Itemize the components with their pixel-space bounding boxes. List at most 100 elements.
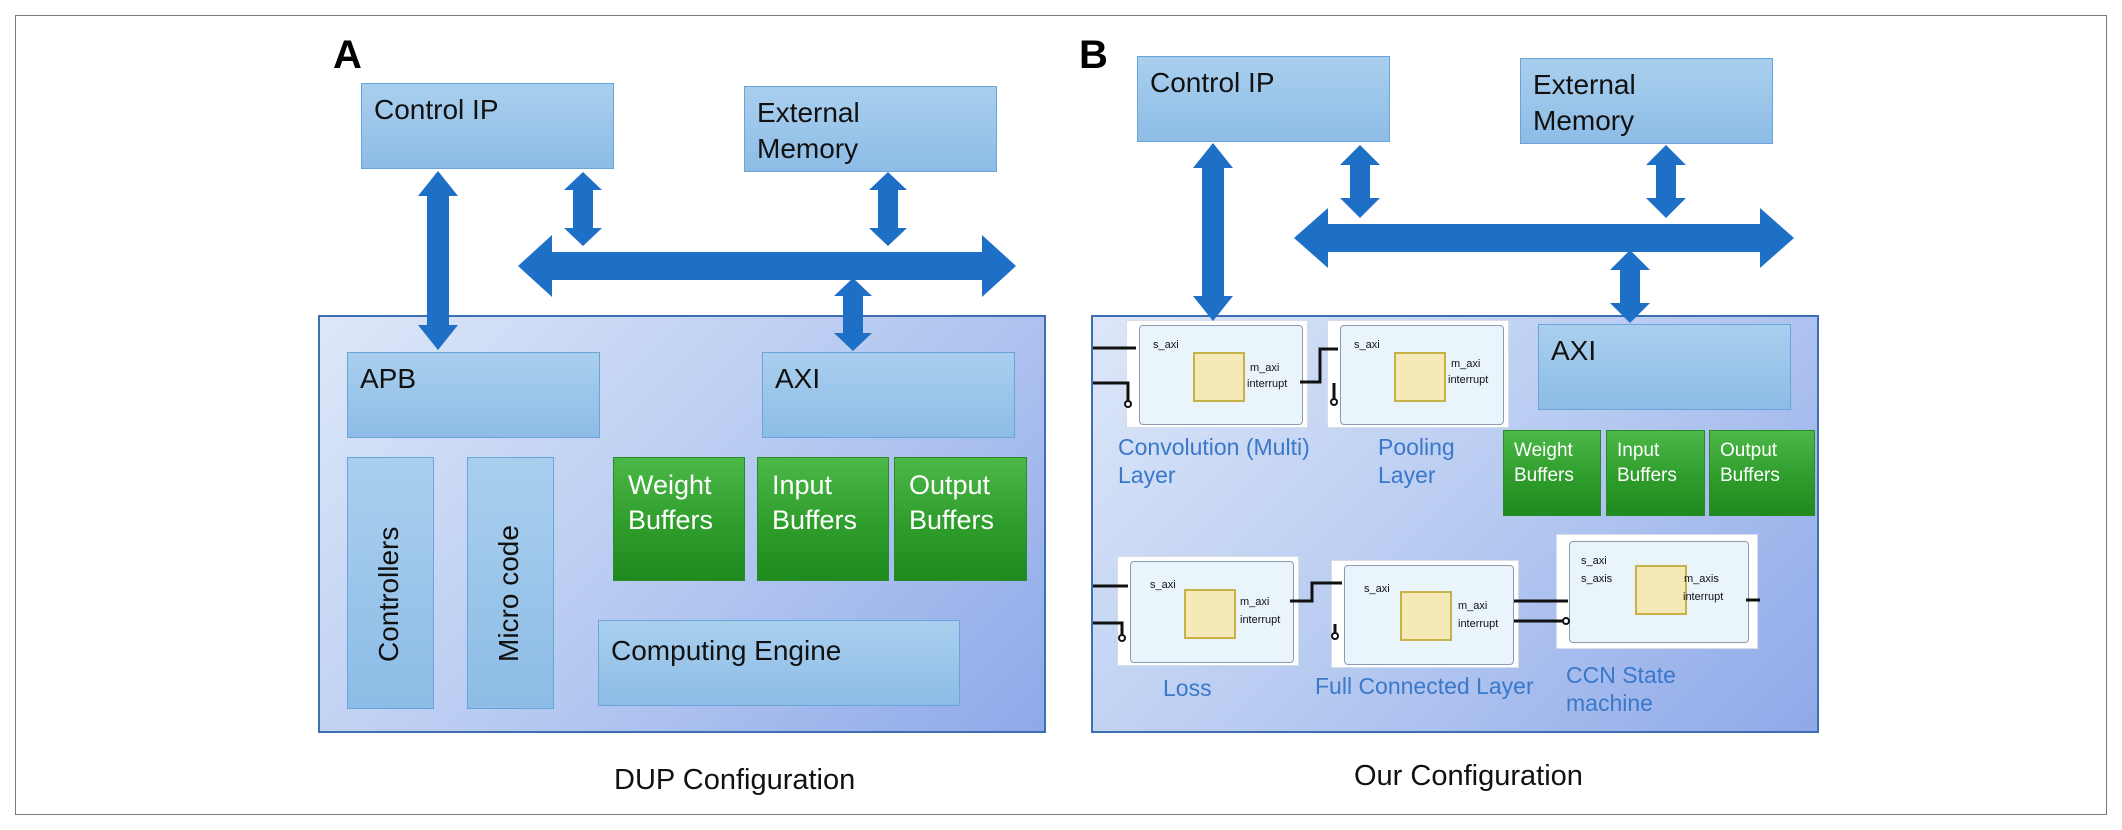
wire-node [1124,400,1132,408]
panel-b-pool-label: Pooling Layer [1378,434,1455,489]
wire-node [1118,634,1126,642]
wire-conv-pool [1300,347,1338,384]
panel-a-weight-buffers: Weight Buffers [613,457,745,581]
conv-port-s-axi: s_axi [1153,339,1179,351]
panel-a-computing-engine-label: Computing Engine [611,635,842,666]
pool-port-s-axi: s_axi [1354,339,1380,351]
wire-node [1331,632,1339,640]
panel-a-output-buffers-line1: Output [909,470,991,500]
panel-b-axi: AXI [1538,324,1791,410]
panel-a-control-apb-arrow [418,171,458,350]
ccn-port-m-axis: m_axis [1684,573,1719,585]
panel-b-external-memory-line2: Memory [1533,104,1635,136]
vivado-hls-logo-icon [1193,352,1245,402]
panel-b-fc-label: Full Connected Layer [1315,673,1534,699]
panel-a-input-buffers-line2: Buffers [772,505,858,536]
panel-b-external-memory: External Memory [1520,58,1773,144]
panel-b-input-buffers-line1: Input [1617,440,1660,461]
panel-b-weight-buffers-line2: Buffers [1514,464,1574,486]
wire-loss-fc [1290,581,1342,603]
panel-b-output-buffers-line2: Buffers [1720,464,1780,486]
panel-b-control-arrow [1193,143,1233,321]
panel-a-external-memory-line1: External [757,97,860,128]
panel-a-axi: AXI [762,352,1015,438]
panel-a-input-buffers-line1: Input [772,470,833,500]
panel-a-output-buffers-line2: Buffers [909,505,995,536]
ccn-port-interrupt: interrupt [1683,591,1724,603]
panel-a-bus-axi-arrow [834,278,872,351]
panel-b-conv-hls-block: s_axi m_axi interrupt [1126,320,1308,428]
wire-loss-in-2 [1093,621,1124,636]
ccn-label-line1: CCN State [1566,662,1676,688]
panel-b-input-buffers-line2: Buffers [1617,464,1677,486]
panel-b-caption: Our Configuration [1354,760,1583,792]
panel-a-caption: DUP Configuration [614,764,856,796]
loss-port-interrupt: interrupt [1240,614,1281,626]
panel-b-axi-label: AXI [1551,335,1597,366]
panel-a-control-ip: Control IP [361,83,614,169]
fc-port-m-axi: m_axi [1458,600,1488,612]
wire-node [1330,398,1338,406]
panel-b-loss-label: Loss [1163,675,1212,701]
panel-b-pool-hls-block: s_axi m_axi interrupt [1327,320,1509,428]
panel-a-weight-buffers-line1: Weight [628,470,712,500]
panel-b-fc-hls-block: s_axi m_axi interrupt [1331,560,1519,668]
panel-a-external-memory: External Memory [744,86,997,172]
panel-a-apb: APB [347,352,600,438]
fc-port-interrupt: interrupt [1458,618,1499,630]
conv-label-line2: Layer [1118,461,1176,488]
panel-b-input-buffers: Input Buffers [1606,430,1705,516]
ccn-label-line2: machine [1566,689,1653,716]
panel-b-conv-label: Convolution (Multi) Layer [1118,434,1310,489]
conv-port-interrupt: interrupt [1247,378,1288,390]
panel-a-control-ip-label: Control IP [374,94,499,125]
panel-a-axi-label: AXI [775,363,821,394]
pool-label-line2: Layer [1378,461,1436,488]
panel-b-bus-axi-arrow [1610,250,1650,323]
panel-a-external-memory-line2: Memory [757,132,859,164]
pool-label-line1: Pooling [1378,434,1455,460]
panel-b-control-ip-label: Control IP [1150,67,1275,98]
vivado-hls-logo-icon [1394,352,1446,402]
panel-b-extmem-bus-arrow [1646,145,1686,218]
panel-b-bus-left-arrow [1340,145,1380,218]
panel-b-letter: B [1079,33,1108,77]
panel-a-extmem-bus-arrow [869,172,907,246]
panel-a-weight-buffers-line2: Buffers [628,505,714,536]
panel-a-output-buffers: Output Buffers [894,457,1027,581]
pool-port-interrupt: interrupt [1448,374,1489,386]
panel-a-computing-engine: Computing Engine [598,620,960,706]
panel-b-ccn-label: CCN State machine [1566,662,1676,717]
panel-b-external-memory-line1: External [1533,69,1636,100]
panel-b-bus-arrow [1294,208,1794,268]
wire-node [1562,617,1570,625]
pool-port-m-axi: m_axi [1451,358,1481,370]
panel-a-controllers: Controllers [347,457,434,709]
conv-port-m-axi: m_axi [1250,362,1280,374]
loss-port-m-axi: m_axi [1240,596,1270,608]
panel-b-ccn-hls-block: s_axi s_axis m_axis interrupt [1556,534,1758,649]
panel-a-input-buffers: Input Buffers [757,457,889,581]
panel-b-control-ip: Control IP [1137,56,1390,142]
panel-a-bus-left-arrow [564,172,602,246]
vivado-hls-logo-icon [1635,565,1687,615]
conv-label-line1: Convolution (Multi) [1118,434,1310,460]
wire-conv-in-2 [1093,381,1130,402]
figure-frame [15,15,2107,815]
panel-b-output-buffers-line1: Output [1720,440,1778,461]
panel-a-letter: A [333,33,362,77]
panel-b-weight-buffers: Weight Buffers [1503,430,1601,516]
panel-a-apb-label: APB [360,363,417,394]
panel-b-output-buffers: Output Buffers [1709,430,1815,516]
panel-a-micro-code: Micro code [467,457,554,709]
vivado-hls-logo-icon [1184,589,1236,639]
loss-port-s-axi: s_axi [1150,579,1176,591]
vivado-hls-logo-icon [1400,591,1452,641]
ccn-port-s-axi: s_axi [1581,555,1607,567]
fc-port-s-axi: s_axi [1364,583,1390,595]
panel-b-weight-buffers-line1: Weight [1514,440,1573,461]
panel-b-loss-hls-block: s_axi m_axi interrupt [1117,556,1299,666]
panel-a-bus-arrow [518,235,1016,297]
ccn-port-s-axis: s_axis [1581,573,1613,585]
